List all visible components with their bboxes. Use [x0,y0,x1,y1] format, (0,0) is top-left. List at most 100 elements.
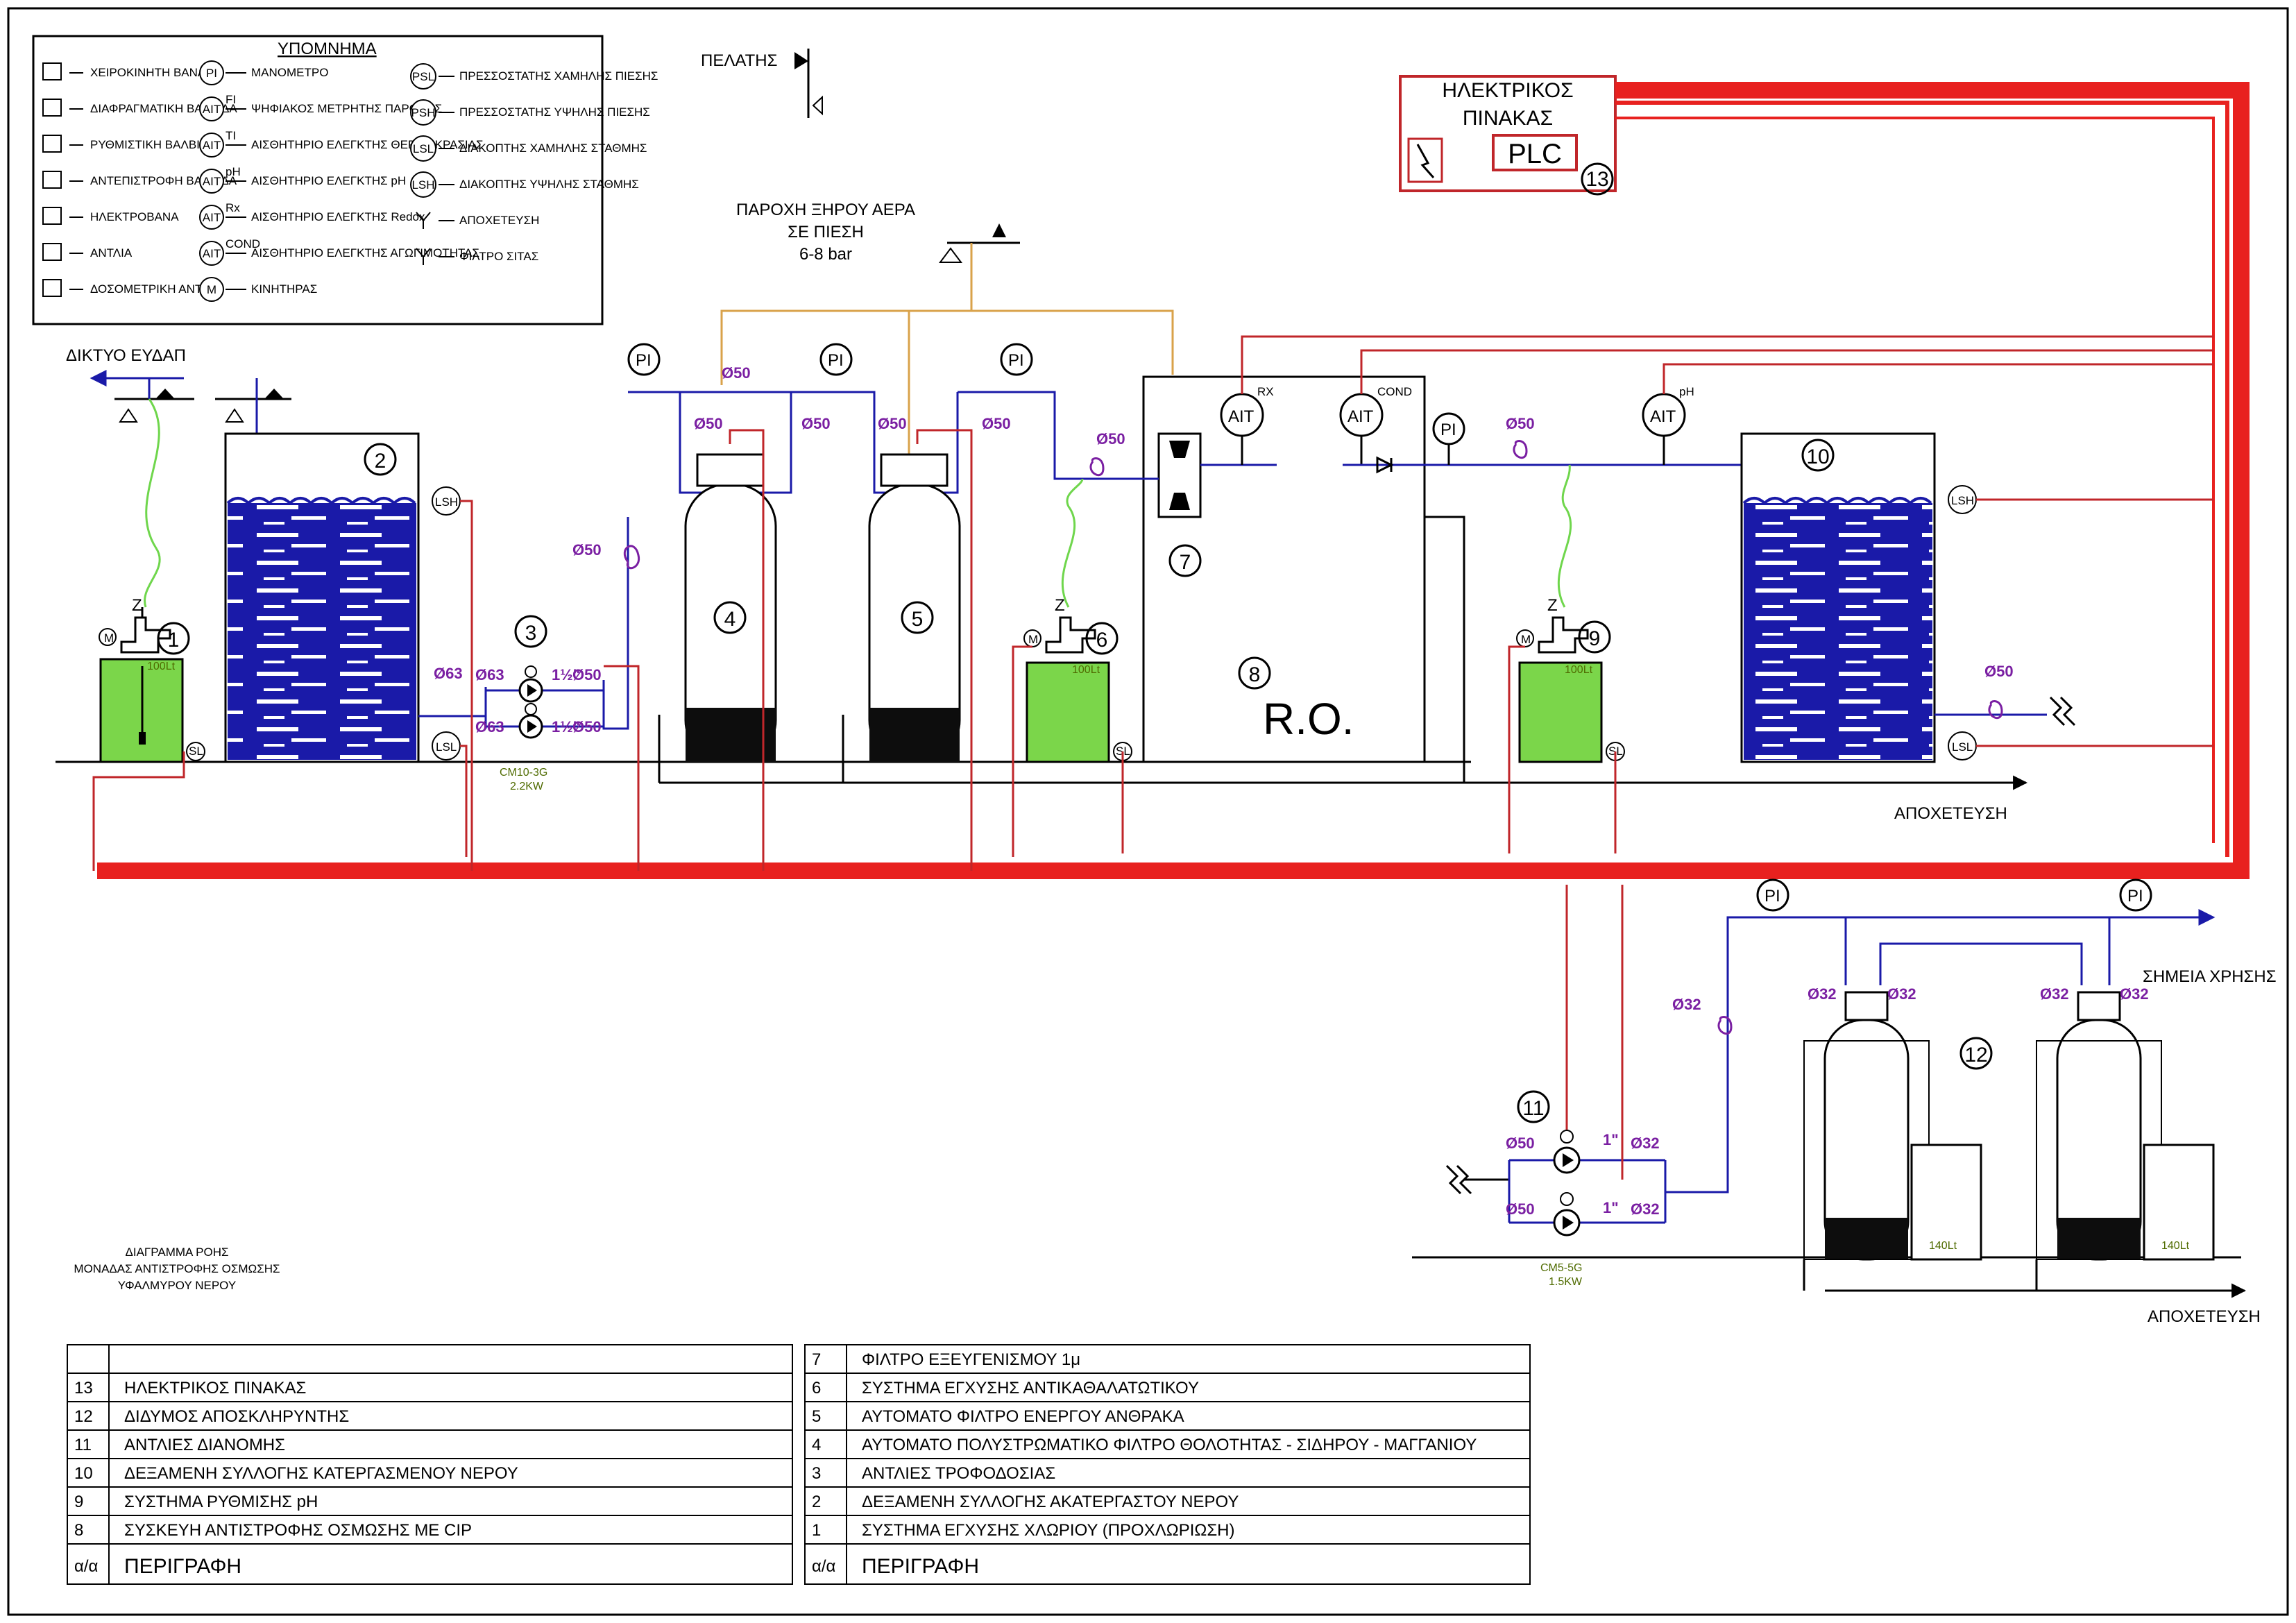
drain-line: ΑΠΟΧΕΤΕΥΣΗ [658,715,2028,823]
legend-row-1: ΧΕΙΡΟΚΙΝΗΤΗ ΒΑΝΑ [42,62,206,80]
legend-label: ΑΝΤΛΙΑ [90,246,133,260]
lsh-10: LSH [1951,494,1974,507]
dosing-valve-9-icon: Z [1547,596,1558,615]
row-number: 10 [74,1464,93,1483]
plc-label: PLC [1508,139,1562,169]
pipe-size-50k: Ø50 [1984,663,2014,680]
pipe-size-1-5a: 1½" [552,666,580,683]
motor-1: M [104,631,114,645]
raw-water-tank-2: 2 LSH LSL [224,432,461,763]
sl-1: SL [189,745,203,758]
legend-sup: Rx [226,201,240,214]
points-of-use-label: ΣΗΜΕΙΑ ΧΡΗΣΗΣ [2143,967,2277,986]
legend-row-3: ΡΥΘΜΙΣΤΙΚΗ ΒΑΛΒΙΔΑ [42,135,216,153]
filters-4-5: 4 5 PI PI PI Ø50 Ø50 Ø50 Ø50 Ø50 Ø50 [627,343,1125,763]
tag-2: 2 [375,450,386,473]
legend-code: AIT [203,247,221,260]
legend-label: ΚΙΝΗΤΗΡΑΣ [251,282,317,296]
pump-icon [42,243,62,261]
legend-code: LSL [413,142,434,155]
pipe-size-50f: Ø50 [801,415,831,432]
legend-sup: COND [226,237,260,250]
table-header: α/α ΠΕΡΙΓΡΑΦΗ [67,1543,793,1585]
row-description: ΦΙΛΤΡΟ ΕΞΕΥΓΕΝΙΣΜΟΥ 1μ [862,1350,1080,1369]
brine-volume-b: 140Lt [2161,1240,2190,1252]
pi-4a: PI [636,351,652,370]
sl-9: SL [1608,745,1623,758]
row-number: 13 [74,1379,93,1397]
ait-ph-sup: pH [1679,385,1694,398]
air-supply: ΠΑΡΟΧΗ ΞΗΡΟΥ ΑΕΡΑ ΣΕ ΠΙΕΣΗ 6-8 bar [720,201,1174,486]
row-description: ΑΝΤΛΙΕΣ ΔΙΑΝΟΜΗΣ [124,1436,285,1454]
pump11-power: 1.5KW [1549,1276,1583,1288]
legend-code: AIT [203,211,221,224]
pipe-size-50i: Ø50 [1096,430,1125,448]
manual-valve-icon [42,62,62,80]
tag-10: 10 [1806,445,1829,468]
motor-9: M [1521,633,1531,646]
legend-sup: pH [226,165,241,178]
pump11-model: CM5-5G [1540,1262,1582,1274]
row-description: ΣΥΣΤΗΜΑ ΕΓΧΥΣΗΣ ΧΛΩΡΙΟΥ (ΠΡΟΧΛΩΡΙΩΣΗ) [862,1521,1234,1540]
pump3-power: 2.2KW [510,781,544,792]
pipe-size-1-5b: 1½" [552,718,580,736]
legend-label: ΦΙΛΤΡΟ ΣΙΤΑΣ [459,250,538,263]
row-description: ΑΥΤΟΜΑΤΟ ΠΟΛΥΣΤΡΩΜΑΤΙΚΟ ΦΙΛΤΡΟ ΘΟΛΟΤΗΤΑΣ… [862,1436,1477,1454]
row-description: ΗΛΕΚΤΡΙΚΟΣ ΠΙΝΑΚΑΣ [124,1379,306,1397]
row-number: 5 [812,1407,821,1426]
pipe-size-50e: Ø50 [694,415,723,432]
legend-label: ΠΡΕΣΣΟΣΤΑΤΗΣ ΥΨΗΛΗΣ ΠΙΕΣΗΣ [459,105,650,119]
row-number: 1 [812,1521,821,1540]
signal-lines [92,335,2213,871]
pipe-size-50d: Ø50 [722,364,751,382]
ro-unit-8: R.O. 8 7 AIT RX AIT COND PI Ø50 AIT pH [1110,375,1774,763]
legend-label: ΑΠΟΧΕΤΕΥΣΗ [459,214,539,227]
pipe-size-50h: Ø50 [982,415,1011,432]
dosing-tank-6: 100Lt Z M 6 SL [1023,478,1132,763]
pipe-size-1a: 1" [1603,1131,1619,1148]
row-number: 12 [74,1407,93,1426]
row-number: 8 [74,1521,83,1540]
ait-rx: AIT [1228,407,1255,426]
ro-label: R.O. [1263,694,1354,744]
tag-7: 7 [1180,551,1191,574]
tag-8: 8 [1249,663,1261,686]
ait-cond-sup: COND [1377,385,1412,398]
treated-water-tank-10: 10 LSH LSL Ø50 [1740,432,2076,763]
pipe-size-63b: Ø63 [475,718,504,736]
row-number: 7 [812,1350,821,1369]
row-description: ΠΕΡΙΓΡΑΦΗ [124,1555,241,1578]
table-row [67,1344,793,1374]
lsl-2: LSL [436,740,457,754]
row-number: α/α [74,1557,99,1576]
row-number: α/α [812,1557,836,1576]
legend-label: ΔΟΣΟΜΕΤΡΙΚΗ ΑΝΤΛΙΑ [90,282,221,296]
dosing-valve-6-icon: Z [1055,596,1065,615]
pump3-model: CM10-3G [500,767,547,779]
motor-6: M [1028,633,1038,646]
dosing-valve-icon: Z [132,596,142,615]
legend-code: LSH [411,178,434,192]
panel-label-1: ΗΛΕΚΤΡΙΚΟΣ [1442,79,1573,102]
row-description: ΔΕΞΑΜΕΝΗ ΣΥΛΛΟΓΗΣ ΑΚΑΤΕΡΓΑΣΤΟΥ ΝΕΡΟΥ [862,1493,1239,1511]
pipe-size-50m: Ø50 [1506,1200,1535,1218]
legend-switch-6: ΦΙΛΤΡΟ ΣΙΤΑΣ [416,248,538,265]
pipe-size-32g: Ø32 [2120,985,2149,1003]
legend-code: PSH [411,106,436,119]
legend-label: ΔΙΑΚΟΠΤΗΣ ΥΨΗΛΗΣ ΣΤΑΘΜΗΣ [459,178,639,191]
panel-label-2: ΠΙΝΑΚΑΣ [1463,107,1553,130]
legend-row-5: ΗΛΕΚΤΡΟΒΑΝΑ [42,207,179,225]
pipe-size-32a: Ø32 [1631,1135,1660,1152]
ait-rx-sup: RX [1257,385,1274,398]
signal-bus [97,82,2250,879]
row-number: 11 [74,1436,92,1454]
air-supply-label-3: 6-8 bar [799,245,852,264]
